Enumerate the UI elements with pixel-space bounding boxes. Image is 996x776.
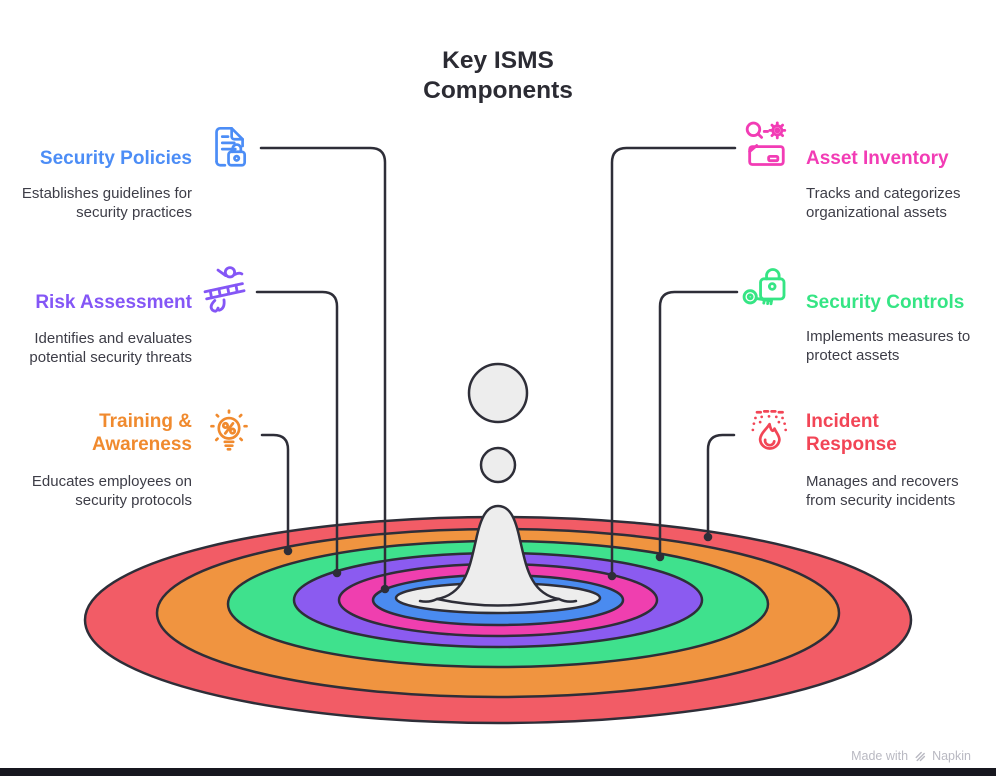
page-title: Key ISMS Components bbox=[423, 47, 573, 104]
connector-incident-response bbox=[706, 433, 736, 539]
item-label-security-controls: Security Controls bbox=[806, 292, 965, 313]
watermark-brand: Napkin bbox=[932, 749, 971, 763]
connector-asset-inventory bbox=[610, 146, 737, 578]
fire-sprinkler-icon bbox=[744, 407, 794, 457]
watermark-text: Made with bbox=[851, 749, 909, 763]
connector-dots bbox=[283, 532, 713, 594]
splash-droplet bbox=[418, 362, 578, 607]
lightbulb-icon bbox=[204, 409, 254, 459]
document-lock-icon bbox=[203, 121, 253, 171]
connector-dot bbox=[655, 552, 665, 562]
item-description-security-policies: Establishes guidelines for security prac… bbox=[21, 185, 192, 221]
splash-peak bbox=[435, 504, 561, 607]
item-description-security-controls: Implements measures to protect assets bbox=[806, 328, 971, 364]
connector-lines bbox=[255, 146, 739, 591]
inventory-search-gear-icon bbox=[741, 119, 793, 171]
lock-and-key-icon bbox=[739, 263, 793, 311]
splash-skirt-left bbox=[418, 597, 439, 603]
connector-risk-assessment bbox=[255, 290, 339, 575]
hazard-crossing-icon bbox=[198, 262, 250, 314]
connector-dot bbox=[283, 546, 293, 556]
item-label-incident-response: Incident Response bbox=[806, 411, 897, 455]
connector-dot bbox=[380, 584, 390, 594]
connector-dot bbox=[703, 532, 713, 542]
napkin-logo-icon bbox=[915, 751, 926, 762]
item-description-asset-inventory: Tracks and categorizes organizational as… bbox=[806, 185, 961, 221]
made-with-napkin-watermark[interactable]: Made with Napkin bbox=[851, 749, 971, 763]
connector-dot bbox=[607, 571, 617, 581]
connector-training-awareness bbox=[260, 433, 290, 553]
connector-dot bbox=[332, 568, 342, 578]
item-description-incident-response: Manages and recovers from security incid… bbox=[806, 473, 959, 509]
item-description-risk-assessment: Identifies and evaluates potential secur… bbox=[29, 330, 192, 366]
droplet-small bbox=[479, 446, 517, 484]
splash-skirt-right bbox=[557, 597, 578, 603]
connector-security-policies bbox=[259, 146, 387, 591]
bottom-edge-bar bbox=[0, 768, 996, 776]
item-label-risk-assessment: Risk Assessment bbox=[35, 292, 192, 313]
item-label-asset-inventory: Asset Inventory bbox=[806, 148, 949, 169]
item-label-security-policies: Security Policies bbox=[39, 148, 192, 169]
item-label-training-awareness: Training & Awareness bbox=[92, 411, 192, 455]
droplet-large bbox=[467, 362, 529, 424]
item-description-training-awareness: Educates employees on security protocols bbox=[31, 473, 192, 509]
connector-security-controls bbox=[658, 290, 739, 559]
